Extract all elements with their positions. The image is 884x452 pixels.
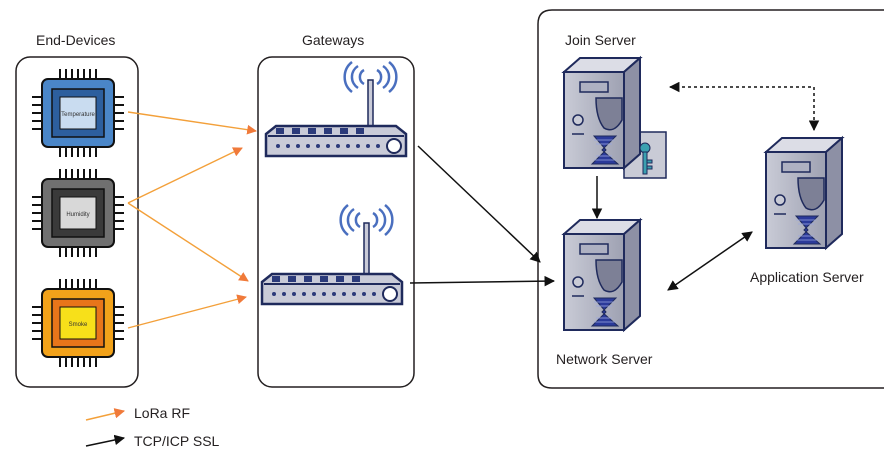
application-server-icon bbox=[765, 137, 843, 249]
tcp-link-gw2-network bbox=[409, 275, 556, 287]
tcp-link-network-app bbox=[667, 231, 753, 291]
end-devices-panel bbox=[15, 56, 139, 388]
lora-link-temp-gw1 bbox=[127, 111, 257, 135]
application-server-label: Application Server bbox=[750, 269, 864, 285]
legend-lora-arrow bbox=[85, 408, 126, 421]
lora-link-hum-gw1 bbox=[127, 147, 243, 204]
tcp-link-gw1-network bbox=[417, 145, 541, 263]
join-server-label: Join Server bbox=[565, 32, 636, 48]
legend-tcp-label: TCP/ICP SSL bbox=[134, 433, 220, 449]
join-app-dotted-link bbox=[668, 81, 820, 132]
network-server-label: Network Server bbox=[556, 351, 653, 367]
legend: LoRa RF TCP/ICP SSL bbox=[85, 405, 220, 449]
temperature-label: Temperature bbox=[61, 112, 95, 118]
temperature-sensor-chip: Temperature bbox=[31, 68, 125, 158]
smoke-label: Smoke bbox=[69, 322, 88, 328]
gateways-title: Gateways bbox=[302, 32, 364, 48]
network-server-icon bbox=[563, 219, 641, 331]
humidity-label: Humidity bbox=[66, 212, 89, 218]
gateway-router-2 bbox=[260, 203, 404, 306]
smoke-sensor-chip: Smoke bbox=[31, 278, 125, 368]
servers-panel bbox=[537, 9, 884, 389]
end-devices-title: End-Devices bbox=[36, 32, 115, 48]
join-server-icon bbox=[563, 57, 667, 179]
lora-link-smoke-gw2 bbox=[127, 294, 247, 329]
gateways-panel bbox=[257, 56, 415, 388]
legend-tcp-arrow bbox=[85, 434, 126, 447]
gateway-router-1 bbox=[264, 60, 408, 158]
lora-link-hum-gw2 bbox=[127, 202, 249, 282]
humidity-sensor-chip: Humidity bbox=[31, 168, 125, 258]
legend-lora-label: LoRa RF bbox=[134, 405, 190, 421]
